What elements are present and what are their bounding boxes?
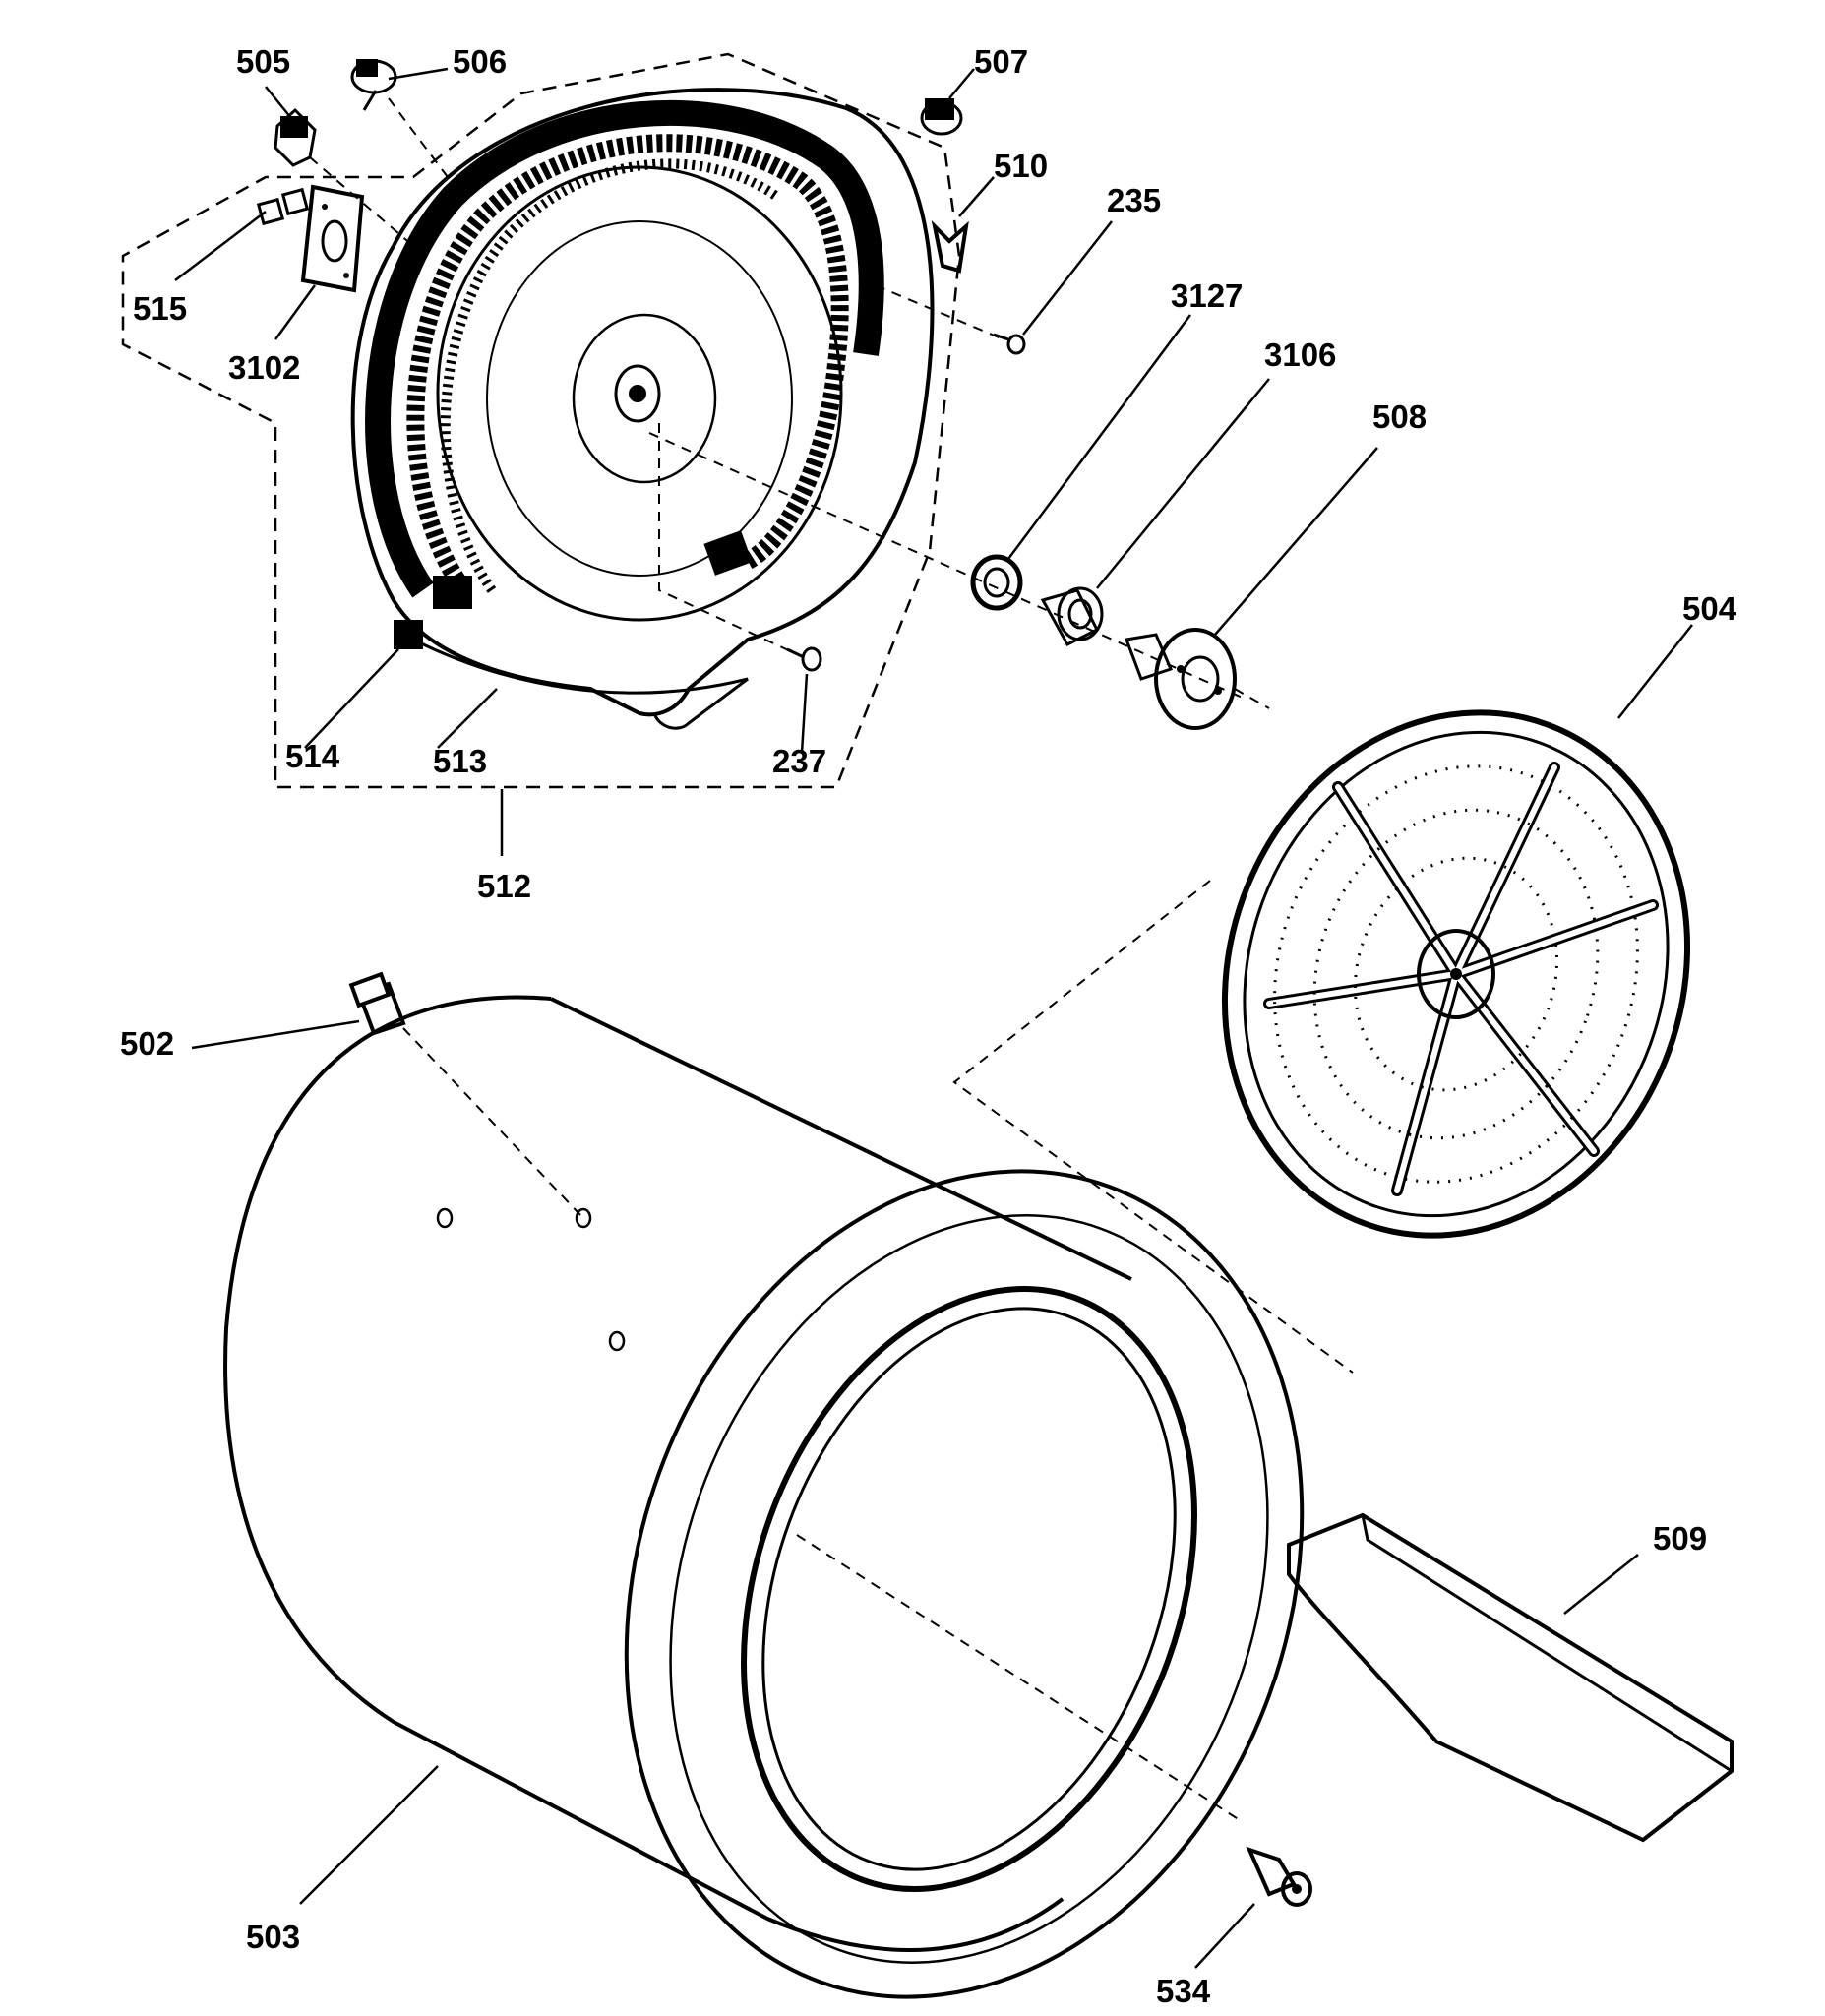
drum-back-504 bbox=[952, 709, 1691, 1374]
screw-235-axis bbox=[875, 284, 1004, 340]
rear-drum-disk-inner bbox=[486, 220, 793, 577]
drum-shaft-508 bbox=[1124, 628, 1270, 730]
label-534: 534 bbox=[1156, 1973, 1211, 2009]
terminal-block-left bbox=[433, 576, 472, 609]
label-513: 513 bbox=[433, 743, 487, 779]
drum-front-rim bbox=[624, 1169, 1305, 1999]
terminal-block-lower bbox=[394, 620, 423, 649]
drum-front-opening bbox=[741, 1285, 1197, 1893]
heater-coil-ribs bbox=[440, 158, 780, 593]
label-506: 506 bbox=[453, 43, 507, 80]
terminal-block-right bbox=[703, 530, 753, 576]
label-509: 509 bbox=[1653, 1520, 1707, 1557]
label-505: 505 bbox=[236, 43, 290, 80]
screw-235 bbox=[993, 333, 1026, 355]
label-3127: 3127 bbox=[1171, 277, 1243, 314]
part-labels: 505 506 507 510 235 3127 3106 508 515 31… bbox=[120, 43, 1737, 2009]
label-503: 503 bbox=[246, 1919, 300, 1955]
drum-back-projection bbox=[952, 880, 1354, 1374]
label-235: 235 bbox=[1107, 182, 1161, 218]
screw-534 bbox=[1246, 1846, 1312, 1907]
label-3102: 3102 bbox=[228, 349, 300, 386]
rear-bulkhead-shell bbox=[350, 88, 935, 717]
hub-axis-line bbox=[648, 432, 1246, 700]
label-508: 508 bbox=[1372, 398, 1427, 435]
heater-coil-outer bbox=[365, 99, 884, 598]
bearing-3106 bbox=[1040, 586, 1104, 646]
heater-assembly-group bbox=[121, 52, 1246, 789]
label-514: 514 bbox=[285, 738, 340, 774]
drum-front-rim-inner bbox=[669, 1214, 1269, 1964]
leader-lines bbox=[174, 67, 1693, 1969]
rear-hub-bore bbox=[629, 385, 646, 402]
cover-plate-3102 bbox=[300, 184, 365, 293]
washer-3127 bbox=[970, 554, 1023, 611]
label-502: 502 bbox=[120, 1025, 174, 1062]
label-237: 237 bbox=[772, 743, 826, 779]
thermal-fuse-506 bbox=[350, 59, 463, 198]
rear-hub bbox=[572, 313, 717, 484]
assembly-512-boundary bbox=[121, 52, 961, 789]
label-512: 512 bbox=[477, 868, 531, 904]
thermostat-507 bbox=[920, 98, 963, 136]
drum-top-edge bbox=[550, 997, 1132, 1281]
screw-237-axis bbox=[658, 423, 798, 655]
label-510: 510 bbox=[994, 148, 1048, 184]
label-515: 515 bbox=[133, 290, 187, 327]
thermostat-505 bbox=[274, 107, 414, 247]
rear-drum-disk bbox=[436, 165, 843, 622]
baffle-509 bbox=[1287, 1512, 1734, 1843]
drum-503 bbox=[223, 971, 1312, 1999]
rear-hub-center bbox=[614, 364, 661, 423]
drum-body bbox=[223, 995, 1065, 1952]
bolt-502 bbox=[348, 971, 581, 1216]
drum-front-opening-inner bbox=[761, 1307, 1177, 1871]
label-504: 504 bbox=[1682, 590, 1737, 627]
label-3106: 3106 bbox=[1264, 336, 1336, 373]
clip-510 bbox=[931, 219, 969, 274]
bulkhead-bottom-flange bbox=[412, 638, 749, 730]
label-507: 507 bbox=[974, 43, 1028, 80]
clips-515 bbox=[256, 187, 310, 226]
heater-coil-inner bbox=[406, 134, 849, 585]
drum-axis-line bbox=[796, 1534, 1241, 1821]
screw-237 bbox=[786, 646, 822, 672]
